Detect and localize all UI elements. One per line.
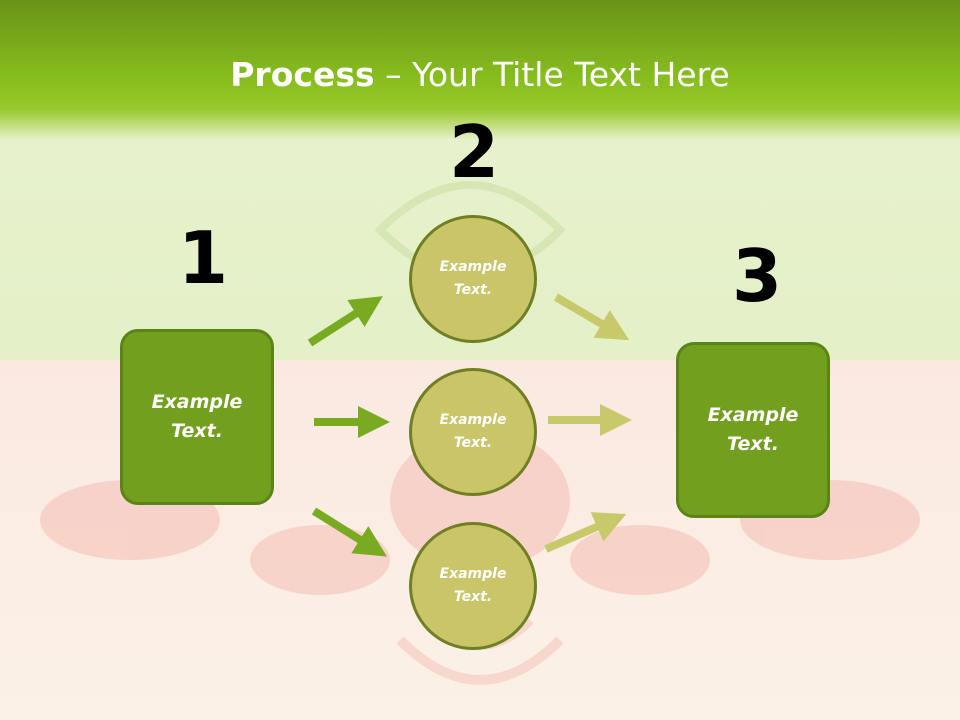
arrow-bottom-to-right [544, 512, 627, 553]
circle-top-text: Example Text. [439, 259, 507, 298]
arrow-top-to-right [553, 293, 630, 341]
right-step-box[interactable]: Example Text. [676, 342, 830, 518]
title-bold-text: Process [230, 55, 375, 94]
right-box-text: Example Text. [707, 404, 799, 455]
left-step-box[interactable]: Example Text. [120, 329, 274, 505]
circle-top[interactable]: Example Text. [409, 215, 537, 343]
circle-middle[interactable]: Example Text. [409, 368, 537, 496]
left-box-text: Example Text. [151, 391, 243, 442]
slide-title: Process – Your Title Text Here [0, 52, 960, 98]
step-number-2: 2 [449, 110, 500, 194]
step-number-1: 1 [178, 216, 229, 300]
arrow-left-to-bottom [311, 507, 387, 557]
title-bar [0, 0, 960, 140]
circle-bottom[interactable]: Example Text. [409, 522, 537, 650]
circle-bottom-text: Example Text. [439, 566, 507, 605]
title-rest-text: – Your Title Text Here [374, 55, 730, 94]
arrow-left-to-top [307, 296, 383, 347]
circle-middle-text: Example Text. [439, 412, 507, 451]
step-number-3: 3 [732, 234, 783, 318]
